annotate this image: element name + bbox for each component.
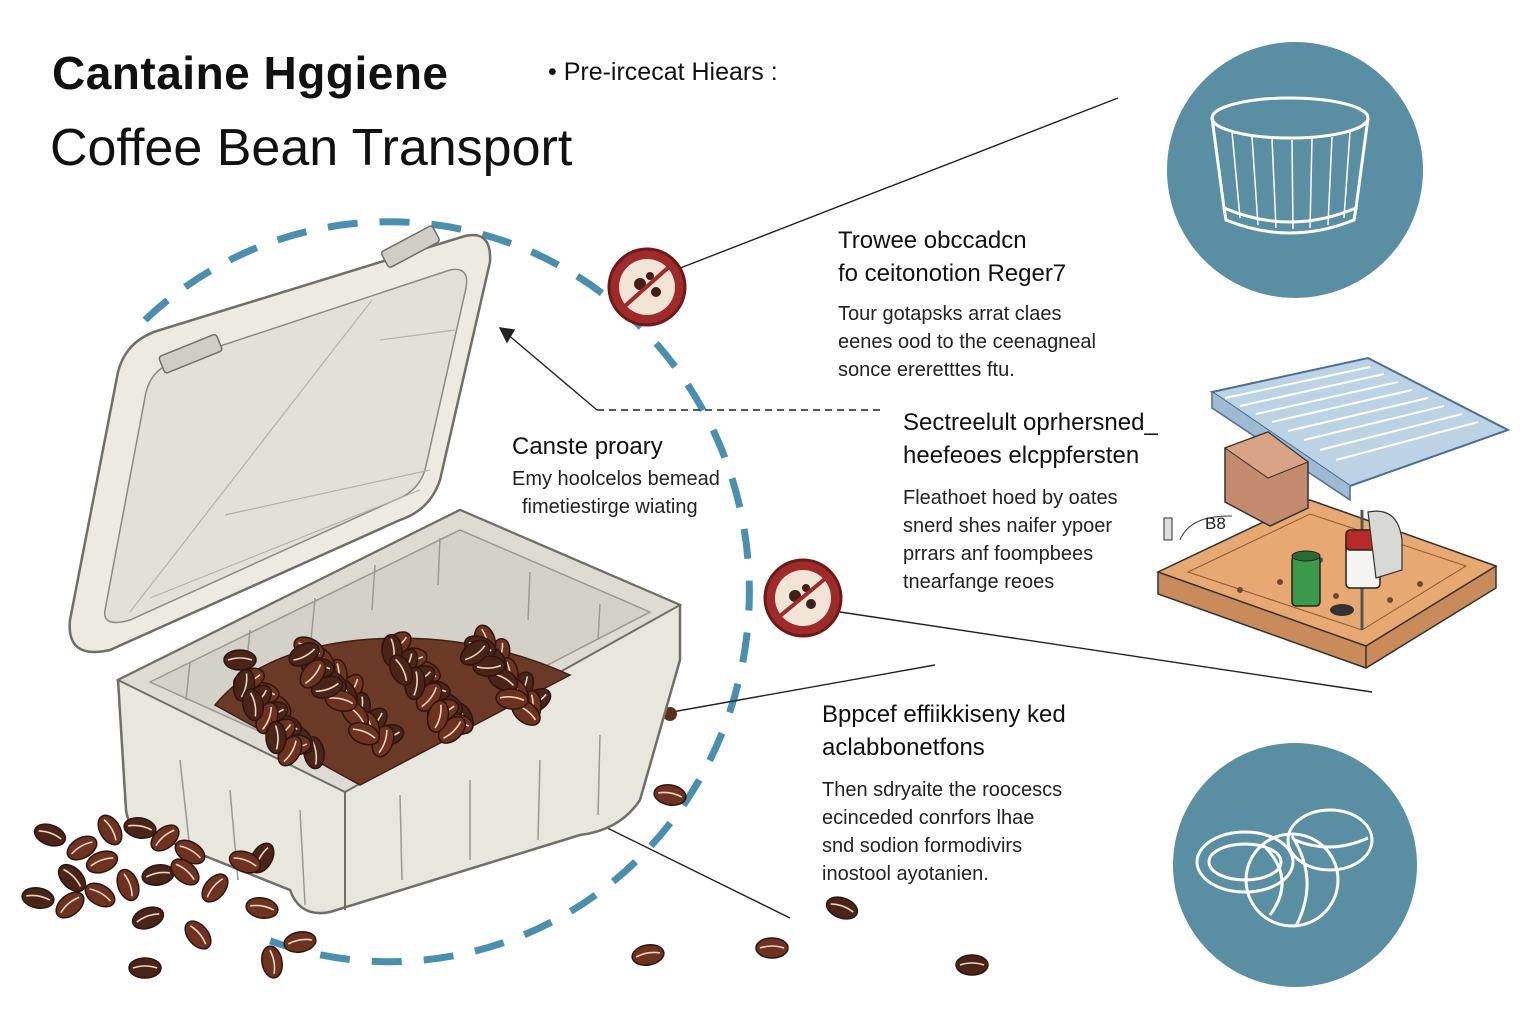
coffee-bean — [388, 654, 414, 686]
callout-body: fimetiestirge wiating — [522, 496, 698, 518]
coffee-bean — [57, 863, 87, 893]
coffee-bean — [261, 945, 283, 979]
coffee-bean — [347, 721, 381, 746]
callout-heading: Trowee obccadcn — [838, 227, 1027, 254]
coffee-bean — [150, 824, 180, 852]
coffee-bean — [495, 688, 529, 710]
callout-container-primary: Canste proary Emy hoolcelos bemead fimet… — [512, 430, 720, 521]
coffee-beans — [21, 624, 989, 979]
callout-heading: aclabbonetfons — [822, 734, 985, 761]
coffee-bean — [755, 937, 789, 959]
coffee-bean — [184, 920, 212, 950]
callout-body: ecinceded conrfors lhae — [822, 807, 1035, 829]
page-title: Cantaine Hggiene — [52, 47, 449, 99]
bowl-icon — [1167, 42, 1423, 298]
contamination-badge-icon — [607, 247, 687, 327]
callout-heading: Canste proary — [512, 433, 663, 460]
title-tagline: • Pre-ircecat Hiears : — [548, 58, 778, 86]
callout-body: Fleathoet hoed by oates — [903, 487, 1118, 509]
container-lid — [68, 225, 492, 654]
coffee-beans-icon — [1173, 743, 1417, 987]
coffee-bean — [228, 850, 262, 874]
coffee-bean — [283, 931, 317, 953]
callout-body: Emy hoolcelos bemead — [512, 468, 720, 490]
coffee-bean — [299, 659, 327, 689]
coffee-bean — [84, 882, 116, 908]
coffee-bean — [825, 896, 859, 920]
coffee-bean — [123, 817, 157, 839]
coffee-bean — [33, 823, 67, 847]
callout-body: inostool ayotanien. — [822, 863, 989, 885]
contamination-badge-icon — [763, 558, 843, 638]
callout-body: snd sodion formodivirs — [822, 835, 1023, 857]
coffee-bean — [97, 814, 123, 846]
callout-bean-efficiency: Bppcef effiikkiseny ked aclabbonetfons T… — [822, 698, 1066, 888]
page-subtitle: Coffee Bean Transport — [50, 119, 573, 177]
callout-body: sonce ereretttes ftu. — [838, 359, 1015, 381]
station-label: B8 — [1205, 514, 1226, 533]
callout-body: eenes ood to the ceenagneal — [838, 331, 1096, 353]
coffee-bean — [245, 897, 279, 919]
coffee-bean — [85, 850, 119, 874]
callout-body: snerd shes naifer ypoer — [903, 515, 1113, 537]
dashed-arc — [142, 218, 753, 966]
coffee-bean — [170, 858, 200, 886]
coffee-bean — [116, 868, 140, 902]
callout-sanitizing-station: Sectreelult oprhersned_ heefeoes elcppfe… — [903, 406, 1158, 596]
coffee-bean — [128, 957, 162, 979]
coffee-bean — [201, 873, 229, 903]
connector-lines — [498, 97, 1373, 919]
coffee-bean — [426, 699, 450, 733]
callout-body: tnearfange reoes — [903, 571, 1055, 593]
callout-heading: Sectreelult oprhersned_ — [903, 409, 1158, 436]
callout-body: Tour gotapsks arrat claes — [838, 303, 1062, 325]
coffee-bean — [459, 639, 491, 666]
coffee-bean — [141, 864, 175, 886]
sanitizing-station-icon — [1156, 356, 1511, 669]
callout-body: Then sdryaite the roocescs — [822, 779, 1063, 801]
coffee-bean — [653, 784, 687, 806]
coffee-bean — [223, 649, 257, 671]
coffee-bean — [55, 891, 85, 919]
callout-heading: heefeoes elcppfersten — [903, 442, 1140, 469]
callout-heading: fo ceitonotion Reger7 — [838, 260, 1067, 287]
coffee-bean — [21, 887, 55, 909]
callout-transport-hygiene: Trowee obccadcn fo ceitonotion Reger7 To… — [838, 224, 1096, 384]
coffee-bean — [955, 954, 989, 976]
callout-heading: Bppcef effiikkiseny ked — [822, 701, 1066, 728]
coffee-bean — [265, 720, 287, 755]
coffee-bean — [631, 944, 665, 966]
callout-body: prrars anf foompbees — [903, 543, 1094, 565]
coffee-bean — [131, 906, 165, 930]
coffee-bean — [66, 835, 98, 861]
